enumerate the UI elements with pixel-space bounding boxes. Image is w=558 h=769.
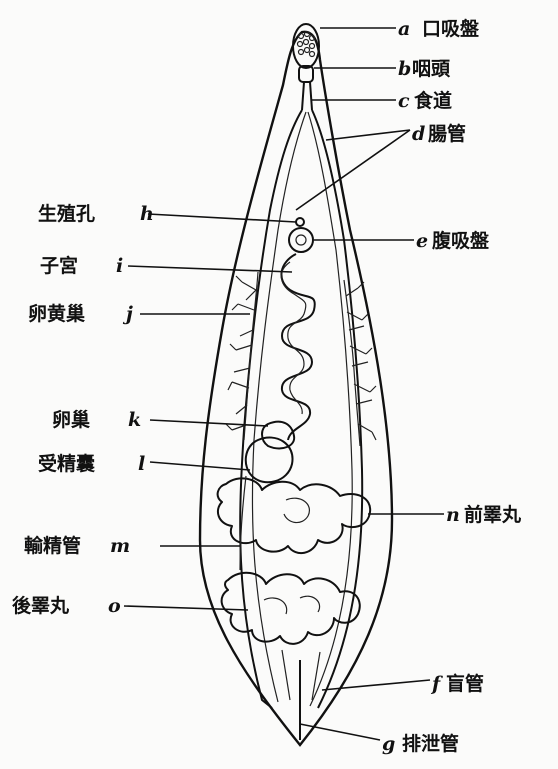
svg-text:食道: 食道 [414,89,452,112]
leader-i [128,266,292,272]
svg-text:d: d [412,123,425,145]
esophagus [302,82,312,110]
label-oral-sucker: a 口吸盤 [398,17,480,40]
label-vas-deferens: 輸精管 m [24,534,130,557]
intestine-left-inner [252,112,306,702]
label-vitellaria: 卵黄巢 j [28,302,133,325]
svg-text:l: l [138,453,145,475]
ventral-sucker [289,228,313,252]
svg-text:卵黄巢: 卵黄巢 [28,302,86,325]
leader-d [296,130,410,210]
label-posterior-testis: 後睪丸 o [12,594,121,617]
anterior-testis-inner [284,498,309,522]
svg-text:腸管: 腸管 [428,122,466,145]
svg-text:輸精管: 輸精管 [24,534,81,557]
label-anterior-testis: n 前睪丸 [446,503,522,526]
vitellaria-left [226,272,258,440]
label-esophagus: c 食道 [398,89,452,112]
leader-l [150,462,250,470]
intestine-right-inner [308,112,352,706]
svg-text:e: e [416,230,428,252]
svg-text:a: a [398,18,410,40]
leader-o [124,606,248,610]
svg-text:b: b [398,58,411,80]
svg-text:f: f [430,673,443,695]
svg-text:h: h [140,203,154,225]
label-blind-ceca: f 盲管 [430,672,484,695]
genital-pore [296,218,304,226]
label-uterus: 子宮 i [40,254,123,277]
svg-text:g: g [382,733,395,755]
svg-text:後睪丸: 後睪丸 [12,594,70,617]
svg-text:o: o [108,595,121,617]
intestine-left [240,110,302,708]
svg-text:c: c [398,90,410,112]
label-ventral-sucker: e 腹吸盤 [416,229,490,252]
svg-text:i: i [116,255,123,277]
leader-h [148,214,296,222]
svg-text:排泄管: 排泄管 [402,732,459,755]
leader-g [300,724,380,740]
label-genital-pore: 生殖孔 h [38,202,154,225]
label-ovary: 卵巢 k [52,408,141,431]
posterior-testis-inner [264,596,320,614]
svg-text:卵巢: 卵巢 [52,408,91,431]
svg-text:m: m [110,535,130,557]
uterus [281,254,314,440]
label-excretory-canal: g 排泄管 [382,732,459,755]
svg-text:前睪丸: 前睪丸 [464,503,522,526]
leader-f [322,680,430,690]
svg-text:子宮: 子宮 [40,254,78,277]
svg-text:生殖孔: 生殖孔 [38,202,95,225]
svg-text:受精囊: 受精囊 [38,452,96,475]
svg-text:k: k [128,409,141,431]
svg-text:咽頭: 咽頭 [412,58,451,80]
oral-sucker [293,24,319,68]
svg-text:盲管: 盲管 [446,672,484,695]
svg-text:口吸盤: 口吸盤 [422,17,480,40]
label-intestine: d 腸管 [412,122,466,145]
label-pharynx: b 咽頭 [398,58,451,80]
svg-text:腹吸盤: 腹吸盤 [431,229,490,252]
label-seminal-receptacle: 受精囊 l [38,452,145,475]
svg-text:j: j [122,303,133,325]
svg-text:n: n [446,504,460,526]
